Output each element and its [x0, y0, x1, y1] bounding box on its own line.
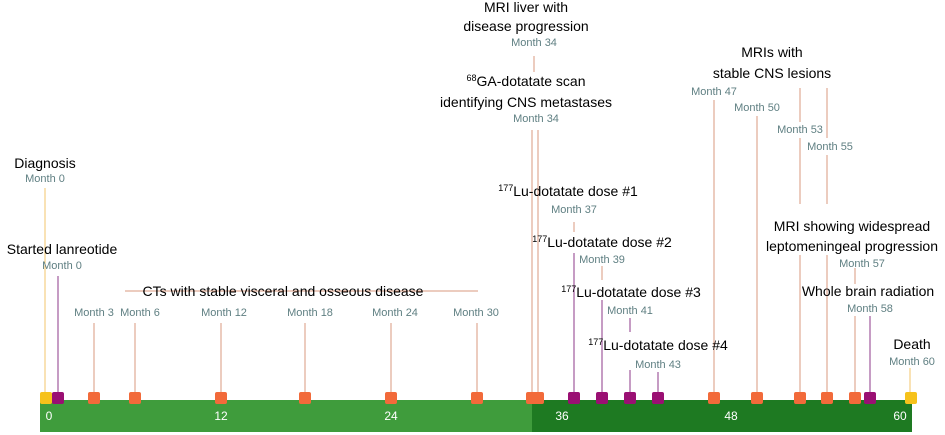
month-mri-liver: Month 34 — [511, 37, 557, 49]
superscript: 177 — [588, 337, 603, 347]
label-text: Lu-dotatate dose #1 — [513, 183, 638, 199]
axis-bar-late — [532, 400, 912, 432]
marker-wbr — [864, 392, 876, 404]
label-mri-lepto-1: MRI showing widespread — [774, 218, 930, 234]
month-ct: Month 24 — [372, 307, 418, 319]
marker-mri — [708, 392, 720, 404]
axis-tick-label: 12 — [214, 409, 228, 423]
month-mri: Month 55 — [807, 141, 853, 153]
month-lanreotide: Month 0 — [42, 260, 82, 272]
marker-lu-dose — [624, 392, 636, 404]
marker-ct — [129, 392, 141, 404]
month-diagnosis: Month 0 — [25, 173, 65, 185]
month-wbr: Month 58 — [847, 303, 893, 315]
month-ct: Month 6 — [120, 307, 160, 319]
label-mri-lepto-2: leptomeningeal progression — [766, 238, 938, 254]
month-mri: Month 50 — [734, 102, 780, 114]
label-wbr: Whole brain radiation — [802, 283, 934, 299]
marker-mri — [751, 392, 763, 404]
marker-mri — [821, 392, 833, 404]
axis-tick-label: 60 — [893, 409, 907, 423]
label-lu-2: 177Lu-dotatate dose #2 — [532, 234, 672, 250]
label-lu-4: 177Lu-dotatate dose #4 — [588, 337, 728, 353]
marker-lu-dose — [652, 392, 664, 404]
marker-ct — [385, 392, 397, 404]
label-mris-stable-1: MRIs with — [741, 44, 802, 60]
axis-tick-label: 36 — [555, 409, 569, 423]
month-mri: Month 53 — [777, 124, 823, 136]
month-mri-lepto: Month 57 — [839, 258, 885, 270]
label-lanreotide: Started lanreotide — [7, 241, 118, 257]
month-ct: Month 30 — [453, 307, 499, 319]
marker-death — [905, 392, 917, 404]
marker-ct — [299, 392, 311, 404]
label-lu-3: 177Lu-dotatate dose #3 — [561, 284, 701, 300]
month-lu-3: Month 41 — [607, 305, 653, 317]
label-mri-liver-2: disease progression — [463, 18, 588, 34]
label-text: GA-dotatate scan — [477, 73, 586, 89]
superscript: 177 — [532, 234, 547, 244]
month-mri: Month 47 — [691, 86, 737, 98]
superscript: 177 — [561, 284, 576, 294]
marker-ct — [88, 392, 100, 404]
label-ga-scan-1: 68GA-dotatate scan — [467, 73, 586, 89]
label-death: Death — [893, 336, 930, 352]
label-mri-liver-1: MRI liver with — [484, 0, 568, 15]
label-mris-stable-2: stable CNS lesions — [713, 65, 831, 81]
connector-lines — [44, 56, 911, 392]
month-lu-2: Month 39 — [579, 254, 625, 266]
label-cts: CTs with stable visceral and osseous dis… — [143, 283, 424, 299]
month-ct: Month 12 — [201, 307, 247, 319]
superscript: 68 — [467, 73, 477, 83]
month-ct: Month 18 — [287, 307, 333, 319]
marker-lanreotide — [52, 392, 64, 404]
marker-ga-scan — [532, 392, 544, 404]
month-ga-scan: Month 34 — [513, 113, 559, 125]
label-ga-scan-2: identifying CNS metastases — [440, 94, 612, 110]
axis-bar-early — [40, 400, 532, 432]
label-lu-1: 177Lu-dotatate dose #1 — [498, 183, 638, 199]
superscript: 177 — [498, 183, 513, 193]
marker-mri — [794, 392, 806, 404]
label-text: Lu-dotatate dose #2 — [547, 234, 672, 250]
marker-mri-lepto — [849, 392, 861, 404]
month-ct: Month 3 — [74, 307, 114, 319]
axis-tick-label: 24 — [384, 409, 398, 423]
axis-tick-label: 0 — [46, 409, 53, 423]
event-markers — [40, 392, 917, 404]
month-lu-4: Month 43 — [635, 359, 681, 371]
marker-ct — [215, 392, 227, 404]
axis-tick-label: 48 — [724, 409, 738, 423]
label-text: Lu-dotatate dose #3 — [576, 284, 701, 300]
month-death: Month 60 — [889, 356, 935, 368]
marker-ct — [471, 392, 483, 404]
month-lu-1: Month 37 — [551, 204, 597, 216]
marker-lu-dose — [596, 392, 608, 404]
label-text: Lu-dotatate dose #4 — [603, 337, 728, 353]
marker-diagnosis — [40, 392, 52, 404]
label-diagnosis: Diagnosis — [14, 155, 75, 171]
marker-lu-dose — [568, 392, 580, 404]
